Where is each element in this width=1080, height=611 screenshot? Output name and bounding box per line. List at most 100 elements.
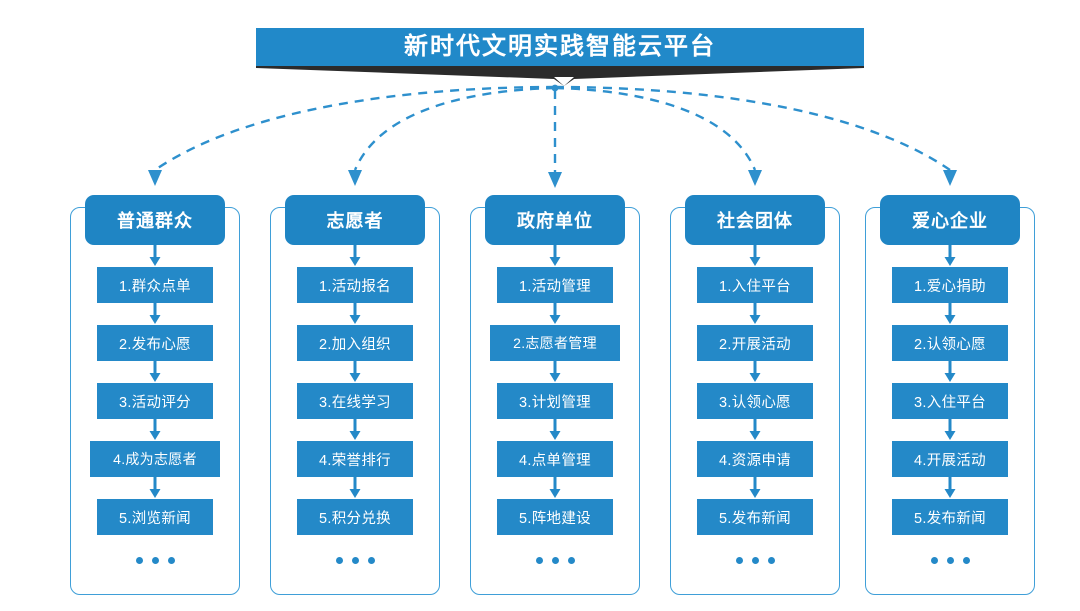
item-box-government-3[interactable]: 3.计划管理 [497,383,613,419]
ellipsis-dot [551,557,559,564]
item-row: 3.活动评分 [70,361,240,419]
down-arrow-icon [348,477,362,499]
down-arrow-icon [148,303,162,325]
item-label: 2.认领心愿 [914,336,986,353]
ellipsis-more-indicator [270,557,440,564]
item-label: 1.爱心捐助 [914,278,986,295]
item-box-social-group-5[interactable]: 5.发布新闻 [697,499,813,535]
item-box-government-5[interactable]: 5.阵地建设 [497,499,613,535]
column-header-label: 志愿者 [326,211,384,231]
item-label: 5.浏览新闻 [119,510,191,527]
item-box-volunteer-5[interactable]: 5.积分兑换 [297,499,413,535]
item-row: 3.计划管理 [470,361,640,419]
item-row: 3.入住平台 [865,361,1035,419]
down-arrow-icon [548,419,562,441]
item-box-volunteer-3[interactable]: 3.在线学习 [297,383,413,419]
item-box-social-group-3[interactable]: 3.认领心愿 [697,383,813,419]
item-row: 5.浏览新闻 [70,477,240,535]
column-header-enterprise[interactable]: 爱心企业 [880,195,1020,245]
item-box-social-group-2[interactable]: 2.开展活动 [697,325,813,361]
column-item-list: 1.活动报名 2.加入组织 3.在线学习 4.荣誉排行 5.积分兑换 [270,245,440,535]
column-header-public[interactable]: 普通群众 [85,195,225,245]
column-header-label: 普通群众 [117,211,193,231]
connector-to-volunteer [353,86,556,171]
arrowhead-government [548,172,562,188]
item-row: 1.活动报名 [270,245,440,303]
item-box-social-group-1[interactable]: 1.入住平台 [697,267,813,303]
item-label: 4.荣誉排行 [319,452,391,469]
item-label: 4.点单管理 [519,452,591,469]
item-row: 5.发布新闻 [670,477,840,535]
down-arrow-icon [748,477,762,499]
item-box-social-group-4[interactable]: 4.资源申请 [697,441,813,477]
column-item-list: 1.入住平台 2.开展活动 3.认领心愿 4.资源申请 5.发布新闻 [670,245,840,535]
item-box-enterprise-5[interactable]: 5.发布新闻 [892,499,1008,535]
item-row: 5.发布新闻 [865,477,1035,535]
down-arrow-icon [148,477,162,499]
arrowhead-volunteer [348,170,362,186]
down-arrow-icon [748,361,762,383]
item-box-volunteer-2[interactable]: 2.加入组织 [297,325,413,361]
item-label: 3.计划管理 [519,394,591,411]
item-label: 5.积分兑换 [319,510,391,527]
column-header-social-group[interactable]: 社会团体 [685,195,825,245]
item-row: 3.认领心愿 [670,361,840,419]
item-row: 2.认领心愿 [865,303,1035,361]
item-label: 3.入住平台 [914,394,986,411]
down-arrow-icon [748,245,762,267]
item-box-enterprise-1[interactable]: 1.爱心捐助 [892,267,1008,303]
platform-title-banner: 新时代文明实践智能云平台 [256,28,864,66]
item-box-public-4[interactable]: 4.成为志愿者 [90,441,220,477]
item-label: 4.成为志愿者 [113,451,197,467]
title-ribbon-chevron [256,66,864,86]
column-header-label: 社会团体 [717,211,793,231]
item-box-public-5[interactable]: 5.浏览新闻 [97,499,213,535]
item-row: 1.入住平台 [670,245,840,303]
ellipsis-dot [535,557,543,564]
down-arrow-icon [348,245,362,267]
item-box-enterprise-2[interactable]: 2.认领心愿 [892,325,1008,361]
connector-to-enterprise [554,85,951,171]
item-box-enterprise-3[interactable]: 3.入住平台 [892,383,1008,419]
item-box-public-1[interactable]: 1.群众点单 [97,267,213,303]
ellipsis-dot [930,557,938,564]
item-label: 2.发布心愿 [119,336,191,353]
item-box-government-4[interactable]: 4.点单管理 [497,441,613,477]
item-box-volunteer-4[interactable]: 4.荣誉排行 [297,441,413,477]
column-header-volunteer[interactable]: 志愿者 [285,195,425,245]
item-label: 3.在线学习 [319,394,391,411]
connector-to-social-group [554,86,757,171]
item-row: 4.荣誉排行 [270,419,440,477]
connector-to-public [154,85,556,171]
ellipsis-dot [367,557,375,564]
item-box-volunteer-1[interactable]: 1.活动报名 [297,267,413,303]
item-box-government-2[interactable]: 2.志愿者管理 [490,325,620,361]
down-arrow-icon [943,245,957,267]
item-box-public-2[interactable]: 2.发布心愿 [97,325,213,361]
item-label: 3.认领心愿 [719,394,791,411]
item-row: 4.点单管理 [470,419,640,477]
item-label: 4.开展活动 [914,452,986,469]
item-label: 1.活动报名 [319,278,391,295]
down-arrow-icon [348,361,362,383]
down-arrow-icon [148,361,162,383]
ellipsis-more-indicator [470,557,640,564]
ellipsis-dot [335,557,343,564]
down-arrow-icon [943,361,957,383]
ellipsis-dot [151,557,159,564]
item-box-government-1[interactable]: 1.活动管理 [497,267,613,303]
item-box-enterprise-4[interactable]: 4.开展活动 [892,441,1008,477]
item-label: 2.加入组织 [319,336,391,353]
down-arrow-icon [548,245,562,267]
item-label: 1.群众点单 [119,278,191,295]
ellipsis-dot [946,557,954,564]
item-row: 1.活动管理 [470,245,640,303]
item-box-public-3[interactable]: 3.活动评分 [97,383,213,419]
column-item-list: 1.爱心捐助 2.认领心愿 3.入住平台 4.开展活动 5.发布新闻 [865,245,1035,535]
item-row: 3.在线学习 [270,361,440,419]
column-header-government[interactable]: 政府单位 [485,195,625,245]
ellipsis-dot [767,557,775,564]
down-arrow-icon [148,419,162,441]
item-row: 4.成为志愿者 [70,419,240,477]
